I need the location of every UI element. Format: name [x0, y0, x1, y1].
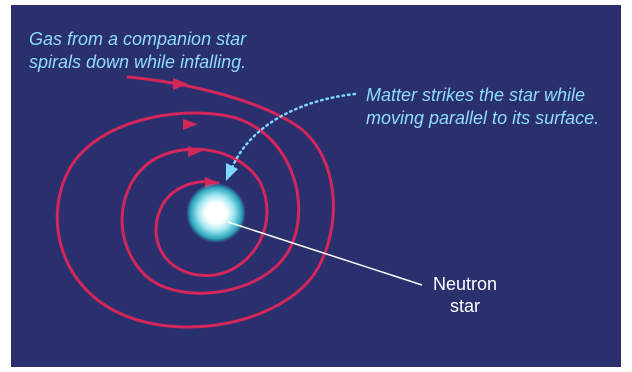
- spiral-arrowhead-icon-2: [183, 119, 198, 130]
- infall-dotted-path: [230, 92, 357, 170]
- neutron-star-label-line2: star: [450, 296, 480, 316]
- spiral-arrowhead-icon-3: [188, 146, 202, 157]
- matter-annotation-line2: moving parallel to its surface.: [366, 108, 599, 128]
- diagram-background: [11, 5, 621, 367]
- neutron-star-icon: [186, 183, 246, 243]
- neutron-star-pointer-line: [227, 221, 423, 286]
- gas-annotation-line1: Gas from a companion star: [29, 29, 247, 49]
- infall-arrowhead-icon: [226, 163, 238, 181]
- gas-annotation-line2: spirals down while infalling.: [29, 52, 246, 72]
- gas-spiral-path: [55, 75, 335, 329]
- matter-annotation-line1: Matter strikes the star while: [366, 85, 585, 105]
- spiral-arrowhead-icon-1: [173, 78, 188, 90]
- neutron-star-label-line1: Neutron: [433, 274, 497, 294]
